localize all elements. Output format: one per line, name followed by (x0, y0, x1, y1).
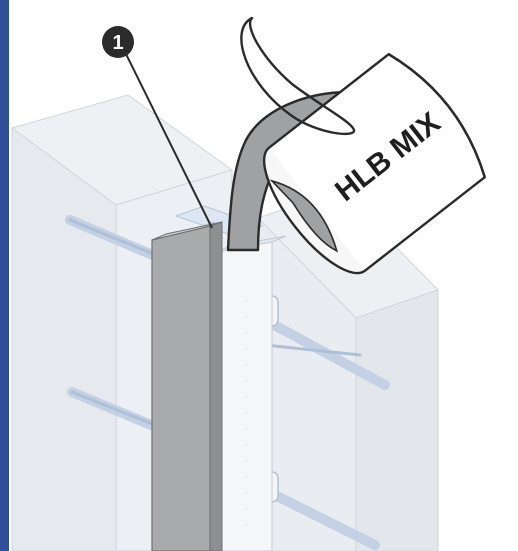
callout-number: 1 (112, 32, 123, 54)
callout-marker: 1 (102, 26, 134, 58)
steel-stud (152, 222, 222, 551)
frame-accent-stripe (0, 0, 9, 551)
